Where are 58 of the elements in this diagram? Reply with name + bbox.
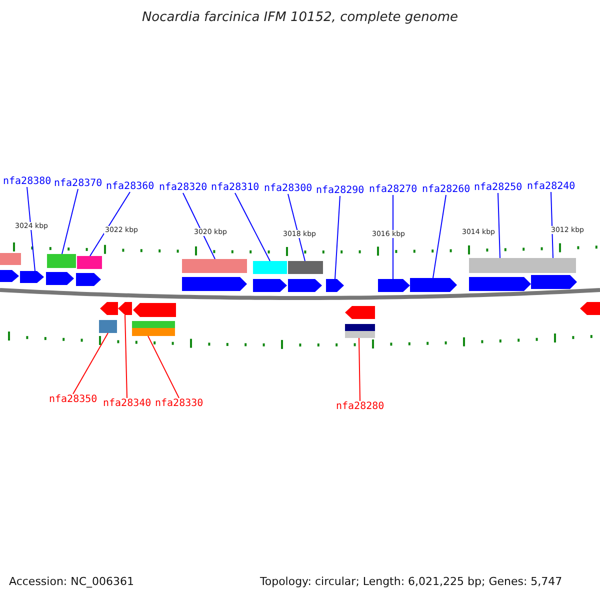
leader-line (182, 192, 216, 260)
feature-bar (253, 261, 287, 274)
gene-label: nfa28270 (369, 184, 418, 195)
gene-block (20, 271, 44, 283)
leader-line (288, 194, 306, 262)
feature-bar (469, 258, 576, 273)
gene-block (0, 270, 19, 282)
leader-line (234, 192, 270, 262)
feature-bar (288, 261, 323, 274)
feature-bar (345, 331, 375, 338)
gene-label: nfa28330 (155, 398, 204, 409)
gene-block (253, 279, 287, 292)
gene-block (580, 302, 600, 315)
gene-block (469, 277, 531, 291)
gene-block (378, 279, 410, 292)
leader-line (62, 188, 78, 254)
title: Nocardia farcinica IFM 10152, complete genome (140, 10, 460, 25)
gene-label: nfa28250 (474, 182, 522, 193)
leader-line (498, 192, 500, 258)
gene-block (345, 306, 375, 319)
gene-block (288, 279, 322, 292)
feature-bar (47, 254, 76, 268)
genome-summary-text: Topology: circular; Length: 6,021,225 bp; Genes: 5,747 (260, 575, 562, 588)
gene-label: nfa28320 (159, 182, 208, 193)
gene-label: nfa28260 (422, 184, 470, 195)
gene-label: nfa28280 (336, 401, 384, 412)
gene-label: nfa28350 (49, 394, 98, 405)
gene-block (326, 279, 344, 292)
feature-bar (132, 328, 175, 336)
gene-label: nfa28340 (103, 398, 152, 409)
gene-label: nfa28360 (106, 181, 154, 192)
accession-text: Accession: NC_006361 (9, 575, 134, 588)
leader-line (550, 192, 554, 258)
gene-label: nfa28300 (264, 183, 312, 194)
gene-label: nfa28240 (527, 181, 576, 192)
gene-label: nfa28370 (54, 178, 102, 189)
leader-line (124, 314, 128, 398)
gene-label: nfa28310 (211, 182, 260, 193)
gene-block (46, 272, 74, 285)
gene-block (410, 278, 457, 292)
leader-line (432, 194, 446, 278)
leader-line (26, 186, 36, 272)
feature-bar (77, 256, 102, 269)
feature-bar (182, 259, 247, 273)
gene-block (100, 302, 118, 315)
leader-line (90, 192, 130, 256)
leader-line (334, 196, 340, 280)
gene-label: nfa28380 (3, 176, 52, 187)
gene-block (76, 273, 101, 286)
leader-line (358, 338, 360, 402)
gene-block (182, 277, 247, 291)
feature-bar (99, 320, 117, 333)
leader-line (72, 332, 108, 394)
feature-bar (0, 253, 21, 265)
leader-line (392, 194, 394, 280)
gene-label: nfa28290 (316, 185, 364, 196)
gene-block (531, 275, 577, 289)
gene-block (118, 302, 132, 315)
